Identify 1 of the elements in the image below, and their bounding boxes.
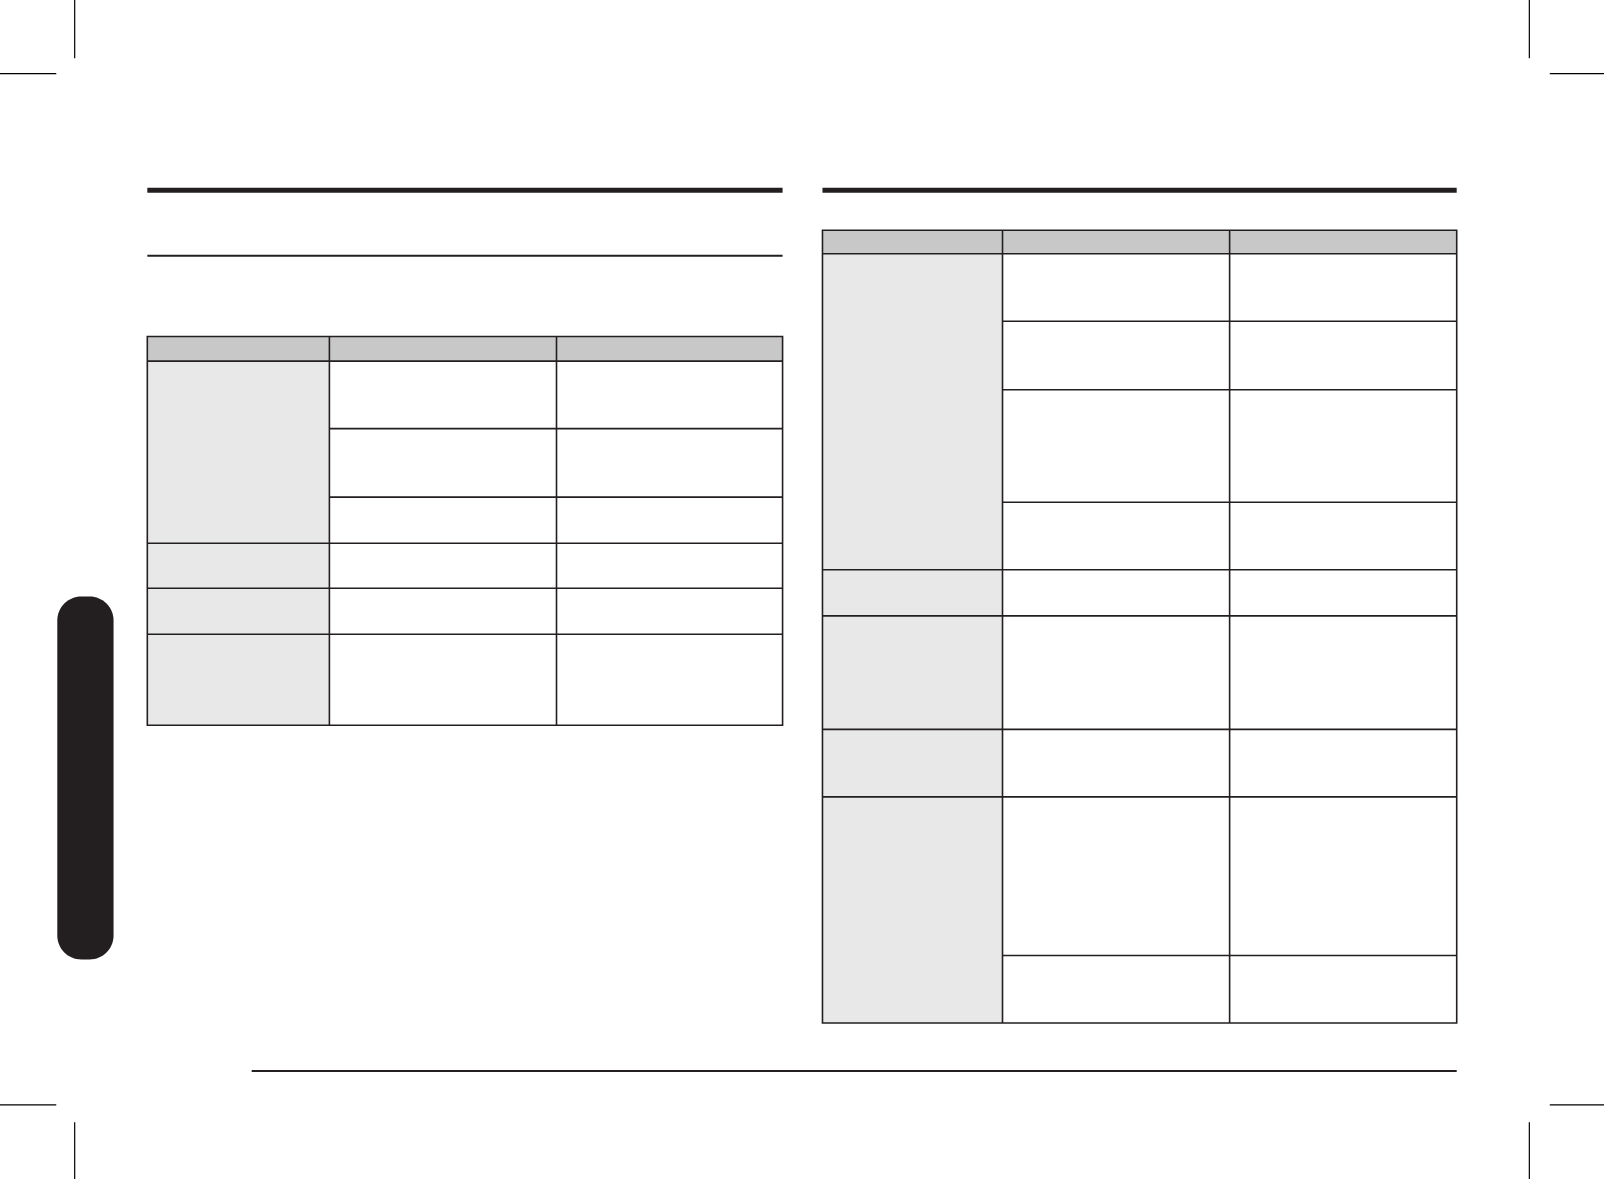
side-tab — [57, 596, 114, 960]
